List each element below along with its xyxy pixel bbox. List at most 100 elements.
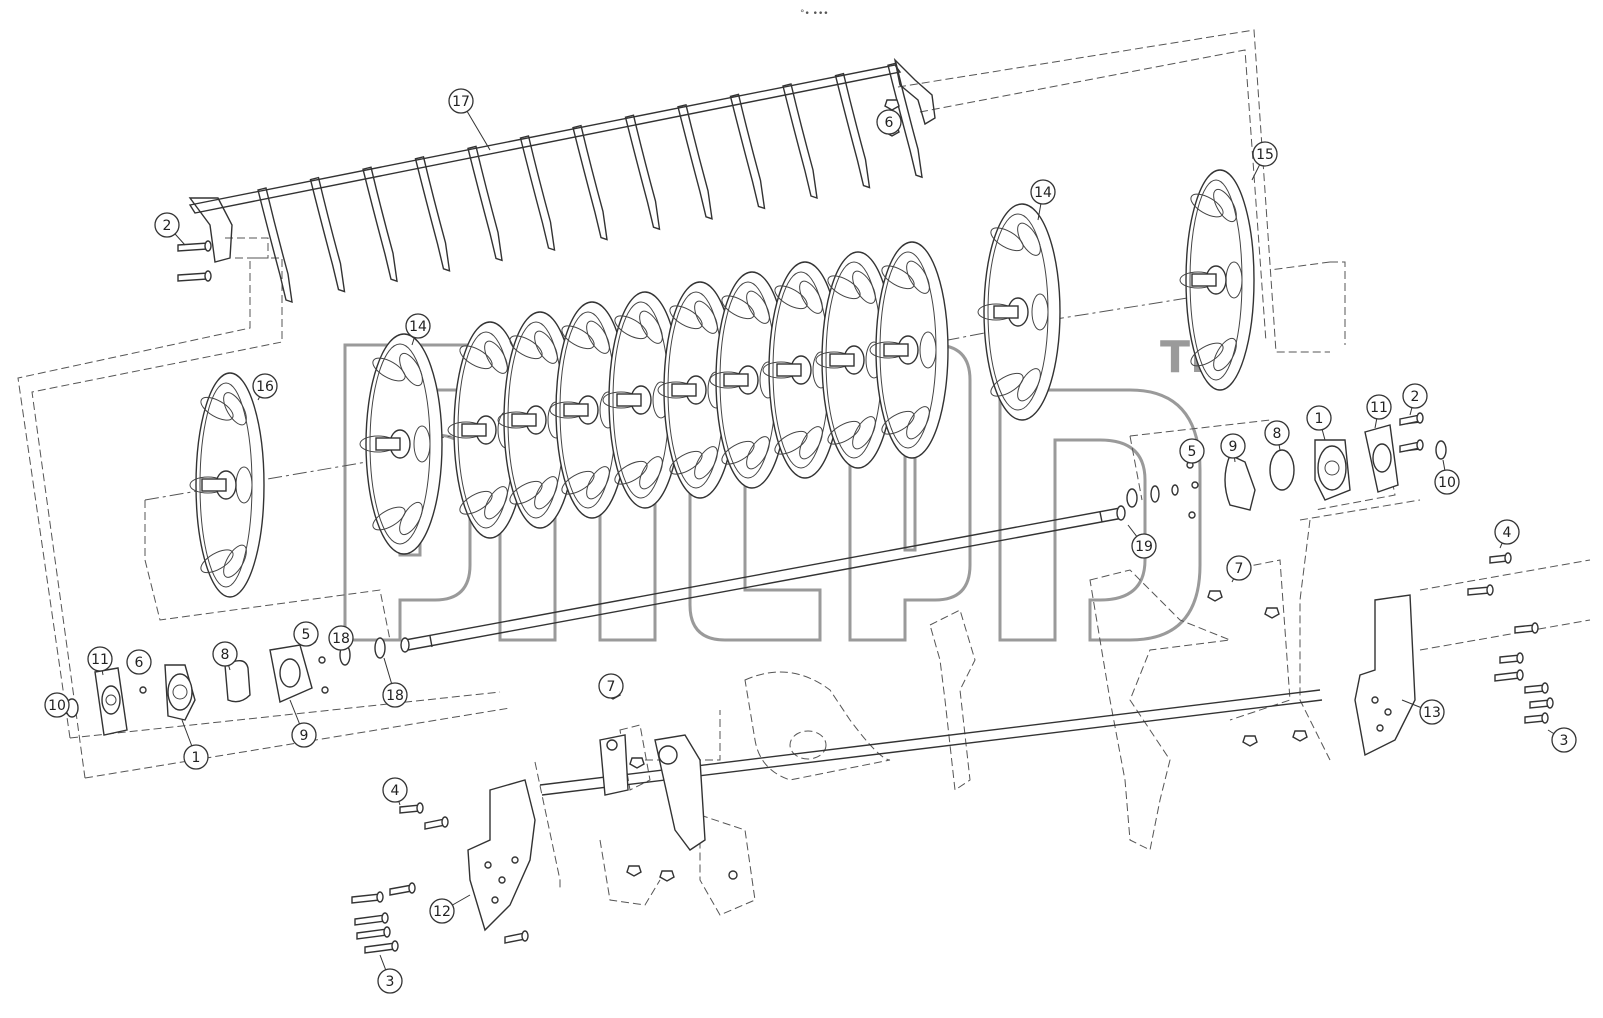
bolt	[504, 930, 529, 944]
callout-16: 16	[252, 373, 278, 401]
callout-13: 13	[1401, 699, 1445, 725]
lower-frame	[467, 569, 1416, 932]
callout-label: 5	[1188, 444, 1197, 460]
star-wheel	[497, 311, 577, 529]
callout-label: 2	[1411, 389, 1420, 405]
tine	[519, 135, 556, 252]
tine	[729, 93, 766, 210]
star-wheel-stack	[189, 169, 1255, 598]
callout-label: 7	[607, 679, 616, 695]
callout-7: 7	[598, 673, 624, 699]
tine	[257, 187, 293, 304]
bolt	[1264, 607, 1280, 619]
bolt	[1489, 552, 1512, 564]
callout-label: 1	[192, 750, 201, 766]
callout-8: 8	[1264, 420, 1290, 451]
bolt	[1514, 622, 1539, 634]
callout-19: 19	[1127, 524, 1157, 559]
bracket-12	[467, 779, 536, 932]
callout-9: 9	[289, 699, 317, 748]
bolt	[177, 240, 212, 252]
callout-label: 12	[433, 904, 451, 920]
callout-label: 8	[1273, 426, 1282, 442]
bolt	[389, 882, 416, 896]
washer-10-right	[1435, 440, 1447, 460]
callout-2: 2	[1402, 383, 1428, 416]
callout-label: 1	[1315, 411, 1324, 427]
tine	[572, 124, 608, 241]
callout-label: 3	[386, 974, 395, 990]
header-mark: °• •••	[800, 9, 829, 19]
tine	[414, 155, 451, 272]
callout-8: 8	[212, 641, 238, 671]
callout-label: 8	[221, 647, 230, 663]
bolt	[1467, 584, 1494, 596]
callout-label: 13	[1423, 705, 1441, 721]
callout-label: 9	[1229, 439, 1238, 455]
tine	[887, 62, 923, 179]
callout-12: 12	[429, 894, 471, 924]
callout-label: 17	[452, 94, 470, 110]
tine	[467, 145, 503, 262]
star-wheel	[189, 372, 265, 598]
bolt	[1499, 652, 1524, 664]
bolt	[1292, 730, 1308, 742]
cap-8-left	[224, 660, 251, 703]
callout-label: 11	[91, 652, 109, 668]
callout-11: 11	[1366, 394, 1392, 429]
bolt	[1242, 735, 1258, 747]
callout-5: 5	[1179, 438, 1205, 464]
callout-4: 4	[1494, 519, 1520, 549]
callout-label: 19	[1135, 539, 1153, 555]
star-wheel	[602, 291, 682, 509]
callout-14: 14	[1030, 179, 1056, 221]
callout-6: 6	[876, 109, 903, 135]
bolt	[1399, 439, 1424, 453]
callout-label: 7	[1235, 561, 1244, 577]
bolt	[884, 99, 900, 111]
bolt	[351, 891, 384, 904]
bolt	[364, 940, 399, 954]
callout-17: 17	[448, 88, 491, 151]
bolt	[177, 270, 212, 282]
callout-4: 4	[382, 777, 408, 806]
ring-right-a	[1126, 488, 1138, 508]
callout-1: 1	[1306, 405, 1332, 441]
star-wheel	[359, 333, 443, 555]
callout-6: 6	[126, 649, 152, 675]
left-bearing-assembly	[65, 636, 386, 736]
callout-label: 2	[163, 218, 172, 234]
callout-label: 6	[135, 655, 144, 671]
callout-10: 10	[1434, 459, 1460, 495]
tine	[362, 166, 398, 283]
callout-5: 5	[293, 621, 319, 647]
callout-label: 3	[1560, 733, 1569, 749]
bolt	[629, 757, 645, 769]
main-shaft	[400, 505, 1126, 653]
callout-label: 9	[300, 728, 309, 744]
callout-3: 3	[1547, 727, 1577, 753]
callout-15: 15	[1251, 141, 1278, 181]
bolt	[356, 926, 391, 940]
tine	[624, 114, 661, 231]
callout-label: 5	[302, 627, 311, 643]
bolt	[1207, 590, 1223, 602]
tine	[309, 176, 346, 293]
callout-2: 2	[154, 212, 186, 246]
callout-label: 18	[386, 688, 404, 704]
bolt	[1524, 712, 1549, 724]
callout-9: 9	[1220, 433, 1246, 463]
star-wheel	[869, 241, 949, 459]
tine	[834, 72, 871, 189]
callout-label: 14	[1034, 185, 1052, 201]
callout-3: 3	[377, 954, 403, 994]
bolt	[1399, 412, 1424, 426]
bolt	[1529, 697, 1554, 709]
callout-label: 16	[256, 379, 274, 395]
callout-14: 14	[405, 313, 431, 346]
star-wheel	[657, 281, 737, 499]
callout-18: 18	[382, 657, 408, 708]
callout-label: 11	[1370, 400, 1388, 416]
